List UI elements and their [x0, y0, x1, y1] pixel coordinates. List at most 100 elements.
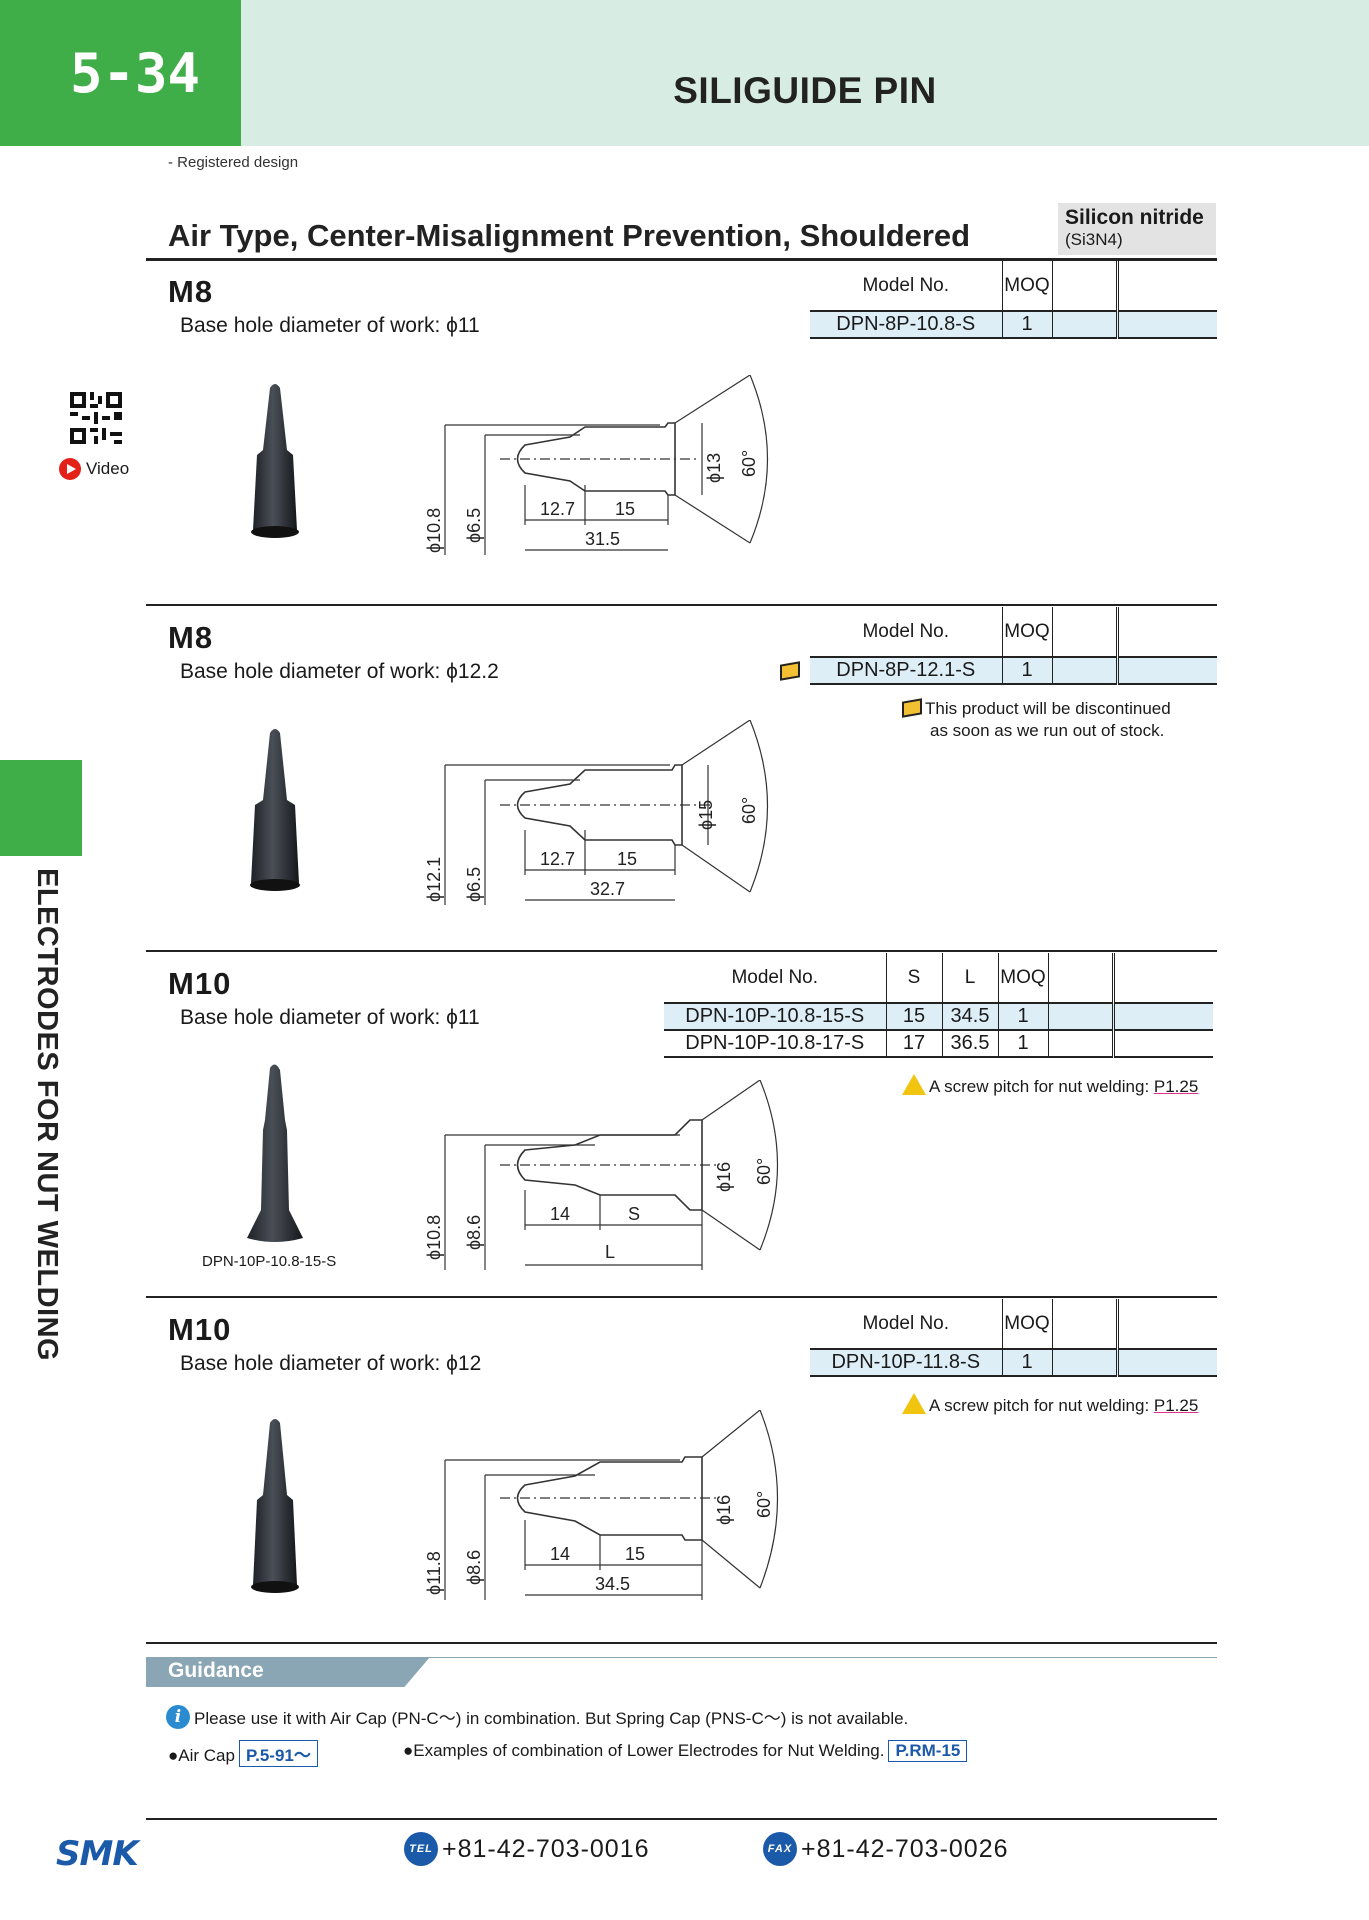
model-number[interactable]: DPN-10P-10.8-15-S: [664, 1002, 886, 1030]
blank-cell: [1047, 1002, 1113, 1030]
section-title: Air Type, Center-Misalignment Prevention…: [168, 218, 971, 253]
pitch-value: P1.25: [1153, 1396, 1199, 1415]
guidance-rule: [146, 1642, 1217, 1644]
moq-value: 1: [1001, 656, 1052, 685]
ref-label: ●Examples of combination of Lower Electr…: [403, 1741, 885, 1760]
thread-size: M10: [168, 1312, 232, 1347]
col-model: Model No.: [731, 966, 819, 988]
col-blank: [1115, 607, 1217, 657]
col-blank: [1115, 261, 1217, 311]
dimension-drawing: 14 15 34.5 ϕ11.8 ϕ8.6 ϕ16 60°: [424, 1410, 779, 1600]
phone-icon: TEL: [404, 1832, 438, 1866]
l-value: 34.5: [941, 1002, 998, 1030]
dim-a: 12.7: [540, 499, 575, 519]
material-formula: (Si3N4): [1065, 230, 1123, 249]
blank-cell: [1051, 310, 1117, 339]
dim-tip: ϕ6.5: [464, 867, 484, 902]
side-category-label: ELECTRODES FOR NUT WELDING: [31, 868, 63, 1362]
moq-value: 1: [1001, 1348, 1052, 1377]
tel-number: +81-42-703-0016: [442, 1834, 650, 1863]
note-line-1: This product will be discontinued: [925, 699, 1171, 718]
col-model: Model No.: [862, 1312, 950, 1334]
block-rule: [146, 1296, 1217, 1298]
dim-tip: ϕ8.6: [464, 1550, 484, 1585]
pitch-value: P1.25: [1153, 1077, 1199, 1096]
video-link[interactable]: Video: [59, 458, 129, 480]
registered-design-note: - Registered design: [168, 154, 299, 171]
fax-contact[interactable]: FAX +81-42-703-0026: [763, 1832, 1009, 1866]
base-hole-text: Base hole diameter of work: ϕ11: [180, 314, 480, 337]
product-photo: [251, 1419, 299, 1593]
s-value: 15: [885, 1002, 942, 1030]
pitch-note: A screw pitch for nut welding: P1.25: [902, 1393, 1198, 1417]
dim-b: S: [628, 1204, 640, 1224]
ref-label: ●Air Cap: [168, 1746, 235, 1765]
page-link[interactable]: P.5-91〜: [238, 1740, 318, 1767]
col-blank: [1111, 953, 1213, 1003]
col-blank: [1051, 261, 1117, 311]
warning-icon: [902, 1074, 926, 1095]
discontinued-box-icon: [902, 698, 922, 718]
blank-cell: [1051, 1348, 1117, 1377]
blank-cell: [1115, 1348, 1217, 1377]
page-number: 5-34: [0, 0, 241, 146]
dim-b: 15: [625, 1544, 645, 1564]
blank-cell: [1111, 1029, 1213, 1058]
product-photo: [250, 729, 300, 891]
dim-a: 14: [550, 1204, 570, 1224]
dim-angle: 60°: [739, 797, 759, 824]
tel-contact[interactable]: TEL +81-42-703-0016: [404, 1832, 650, 1866]
model-number[interactable]: DPN-8P-12.1-S: [810, 656, 1002, 685]
dim-total: 31.5: [585, 529, 620, 549]
note-line-2: as soon as we run out of stock.: [930, 721, 1165, 740]
fax-icon: FAX: [763, 1832, 797, 1866]
lower-electrode-reference: ●Examples of combination of Lower Electr…: [403, 1740, 968, 1762]
page-title: SILIGUIDE PIN: [673, 70, 937, 111]
l-value: 36.5: [941, 1029, 998, 1058]
footer-rule: [146, 1818, 1217, 1820]
thread-size: M8: [168, 620, 214, 655]
dim-head: ϕ15: [696, 800, 716, 830]
guidance-heading: Guidance: [146, 1657, 430, 1687]
col-moq: MOQ: [1001, 1299, 1052, 1349]
dim-total: 32.7: [590, 879, 625, 899]
dim-head: ϕ16: [714, 1162, 734, 1192]
dim-tip: ϕ6.5: [464, 508, 484, 543]
dim-total: 34.5: [595, 1574, 630, 1594]
block-rule: [146, 604, 1217, 606]
product-photo: [251, 384, 299, 538]
qr-code-icon[interactable]: [70, 392, 122, 444]
model-number[interactable]: DPN-10P-10.8-17-S: [664, 1029, 886, 1058]
base-hole-text: Base hole diameter of work: ϕ12.2: [180, 660, 499, 683]
blank-cell: [1051, 656, 1117, 685]
model-table: Model No. S L MOQ DPN-10P-10.8-15-S 15 3…: [664, 953, 1213, 1058]
discontinued-note: This product will be discontinued as soo…: [902, 698, 1171, 742]
warning-icon: [902, 1393, 926, 1414]
product-photo: [247, 1064, 303, 1242]
info-icon: i: [166, 1704, 190, 1729]
page-link[interactable]: P.RM-15: [888, 1740, 968, 1762]
guidance-info-text: Please use it with Air Cap (PN-C〜) in co…: [194, 1709, 909, 1728]
model-number[interactable]: DPN-8P-10.8-S: [810, 310, 1002, 339]
model-table: Model No. MOQ DPN-8P-12.1-S 1: [810, 607, 1217, 685]
dim-outer: ϕ10.8: [424, 508, 444, 553]
base-hole-text: Base hole diameter of work: ϕ12: [180, 1352, 482, 1375]
dim-angle: 60°: [754, 1491, 774, 1518]
col-blank: [1047, 953, 1113, 1003]
col-moq: MOQ: [997, 953, 1048, 1003]
moq-value: 1: [1001, 310, 1052, 339]
dim-outer: ϕ10.8: [424, 1215, 444, 1260]
dim-outer: ϕ11.8: [424, 1551, 444, 1595]
dim-tip: ϕ8.6: [464, 1215, 484, 1250]
col-blank: [1051, 607, 1117, 657]
pitch-note-text: A screw pitch for nut welding:: [929, 1396, 1154, 1415]
side-tab-marker: [0, 760, 82, 856]
block-rule: [146, 950, 1217, 952]
col-blank: [1051, 1299, 1117, 1349]
thread-size: M8: [168, 274, 214, 309]
blank-cell: [1115, 656, 1217, 685]
company-logo: SMK: [56, 1834, 139, 1874]
dim-total: L: [605, 1242, 615, 1262]
model-number[interactable]: DPN-10P-11.8-S: [810, 1348, 1002, 1377]
